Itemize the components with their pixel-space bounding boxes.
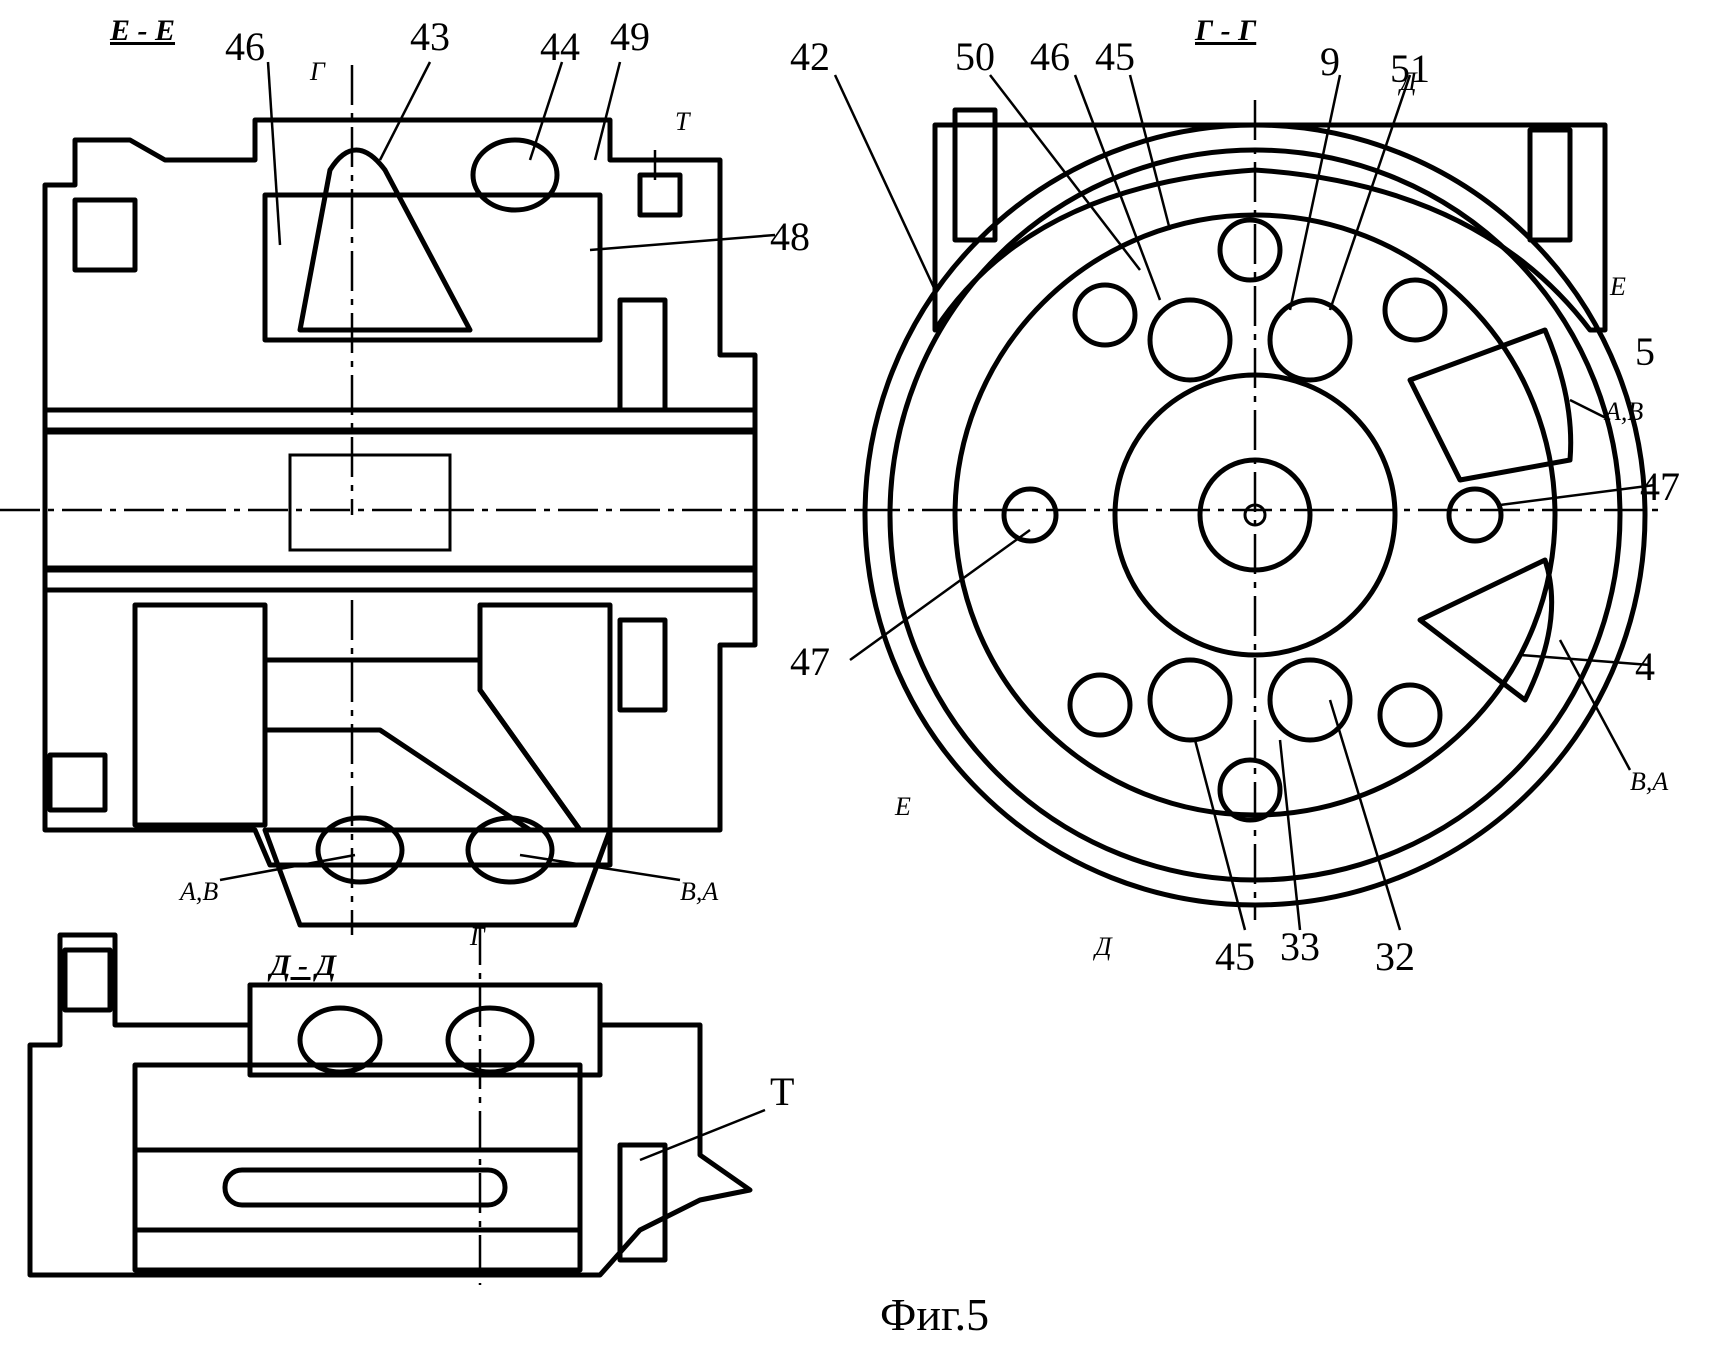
gg-roller-bottom-left	[1150, 660, 1230, 740]
port-t-top: Т	[675, 107, 691, 136]
part-42: 42	[790, 34, 830, 79]
gg-bolt-right	[1530, 130, 1570, 240]
section-gg-view	[860, 100, 1660, 920]
port-ba-left: В,А	[680, 877, 718, 906]
ee-cone-cavity	[300, 150, 470, 330]
part-45-bottom: 45	[1215, 934, 1255, 979]
part-9: 9	[1320, 39, 1340, 84]
mark-d-bottom: Д	[1092, 932, 1113, 961]
gg-piston-2	[1220, 220, 1280, 280]
port-t-bottom: Т	[770, 1069, 794, 1114]
ee-bolt-top-left	[75, 200, 135, 270]
section-dd-view	[30, 925, 750, 1285]
gg-piston-7	[1220, 760, 1280, 820]
part-47-right: 47	[1640, 464, 1680, 509]
gg-bolt-left	[955, 110, 995, 240]
gg-piston-8	[1380, 685, 1440, 745]
gg-piston-4	[1004, 489, 1056, 541]
part-45-top: 45	[1095, 34, 1135, 79]
part-44: 44	[540, 24, 580, 69]
mark-e-right: Е	[1609, 272, 1626, 301]
ee-upper-block	[265, 195, 600, 340]
part-43: 43	[410, 14, 450, 59]
ee-bolt-bottom-right	[620, 620, 665, 710]
gg-roller-top-right	[1270, 300, 1350, 380]
mark-g-top: Г	[309, 57, 326, 86]
mark-g-bottom: Г	[469, 922, 486, 951]
ee-bolt-bottom-left	[50, 755, 105, 810]
part-49: 49	[610, 14, 650, 59]
ee-bolt-top-right	[620, 300, 665, 410]
gg-piston-3	[1385, 280, 1445, 340]
part-51: 51	[1390, 46, 1430, 91]
dd-top-bolt	[65, 950, 110, 1010]
part-4: 4	[1635, 644, 1655, 689]
gg-piston-6	[1070, 675, 1130, 735]
ee-lower-left-cyl	[135, 605, 265, 825]
part-48: 48	[770, 214, 810, 259]
part-47-left: 47	[790, 639, 830, 684]
gg-roller-top-left	[1150, 300, 1230, 380]
ee-lower-channel	[265, 660, 580, 830]
dd-port-right	[448, 1008, 532, 1072]
figure-caption: Фиг.5	[880, 1289, 989, 1340]
section-ee-view	[0, 65, 860, 935]
part-50: 50	[955, 34, 995, 79]
section-title-dd: Д - Д	[267, 949, 337, 982]
part-33: 33	[1280, 924, 1320, 969]
dd-pin-channel	[135, 1150, 580, 1230]
dd-pin	[225, 1170, 505, 1205]
mark-e-left: Е	[894, 792, 911, 821]
section-title-ee: Е - Е	[109, 14, 175, 47]
ee-housing	[45, 120, 755, 865]
port-ab-right: А,В	[1603, 397, 1643, 426]
gg-piston-1	[1075, 285, 1135, 345]
port-ba-right: В,А	[1630, 767, 1668, 796]
part-32: 32	[1375, 934, 1415, 979]
port-ab-left: А,В	[178, 877, 218, 906]
part-5: 5	[1635, 329, 1655, 374]
ee-ball-cavity	[473, 140, 557, 210]
part-46-left: 46	[225, 24, 265, 69]
section-title-gg: Г - Г	[1194, 14, 1257, 47]
ee-shaft-inner	[290, 455, 450, 550]
ee-bolt-t-port	[640, 175, 680, 215]
gg-window-5	[1410, 330, 1571, 480]
part-46-right: 46	[1030, 34, 1070, 79]
dd-port-left	[300, 1008, 380, 1072]
gg-piston-5	[1449, 489, 1501, 541]
